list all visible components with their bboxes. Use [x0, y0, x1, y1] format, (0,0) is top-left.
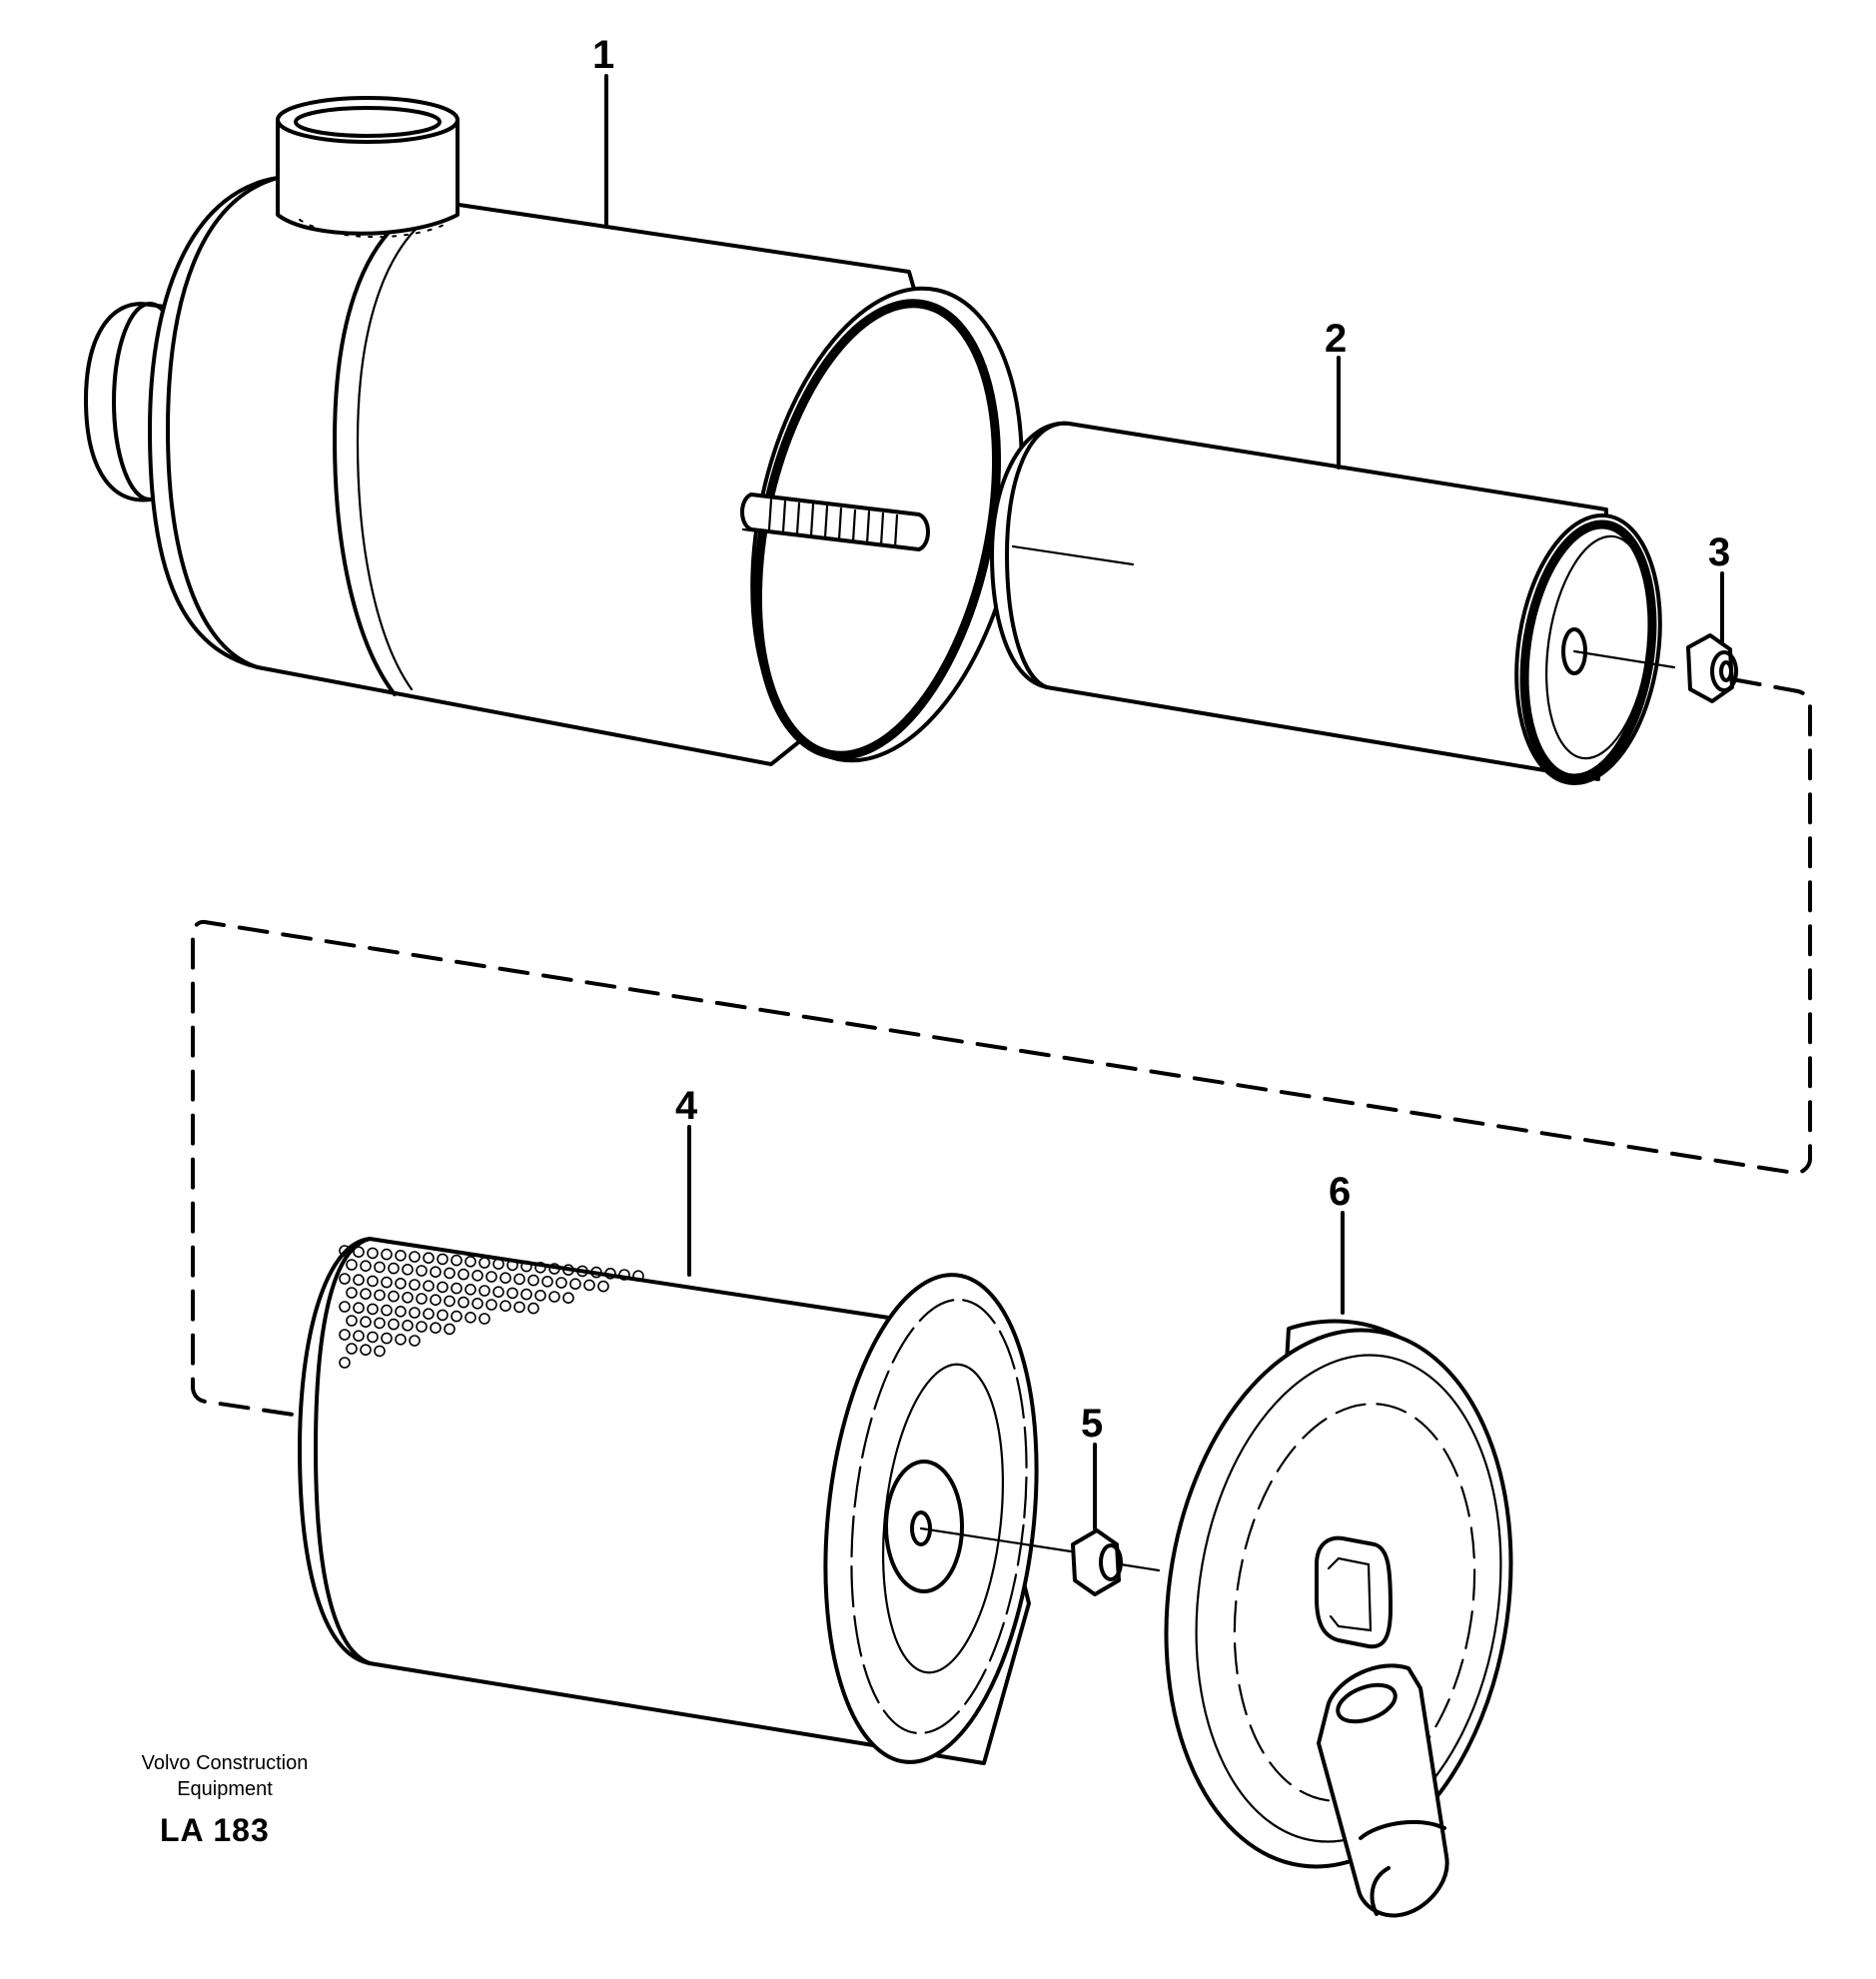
- leader-lines: [604, 74, 1724, 1530]
- mesh-pattern: [339, 1245, 644, 1369]
- nut-3: [1572, 633, 1738, 703]
- nut-5: [919, 1526, 1161, 1596]
- filter-housing: [84, 96, 1024, 766]
- callout-5: 5: [1081, 1402, 1103, 1446]
- inner-filter-element: [990, 421, 1662, 786]
- company-line-2: Equipment: [177, 1778, 273, 1800]
- callout-2: 2: [1325, 317, 1347, 361]
- callout-4: 4: [675, 1084, 698, 1128]
- outer-filter-element: [298, 1237, 1039, 1765]
- drawing-code: LA 183: [160, 1812, 270, 1848]
- company-caption: Volvo Construction Equipment: [100, 1750, 350, 1802]
- callout-1: 1: [592, 33, 614, 77]
- callout-6: 6: [1329, 1170, 1351, 1214]
- company-line-1: Volvo Construction: [141, 1752, 309, 1774]
- assembly-path-dashed: [191, 677, 1812, 1418]
- callout-3: 3: [1708, 530, 1730, 574]
- filter-cover: [1164, 1319, 1513, 1918]
